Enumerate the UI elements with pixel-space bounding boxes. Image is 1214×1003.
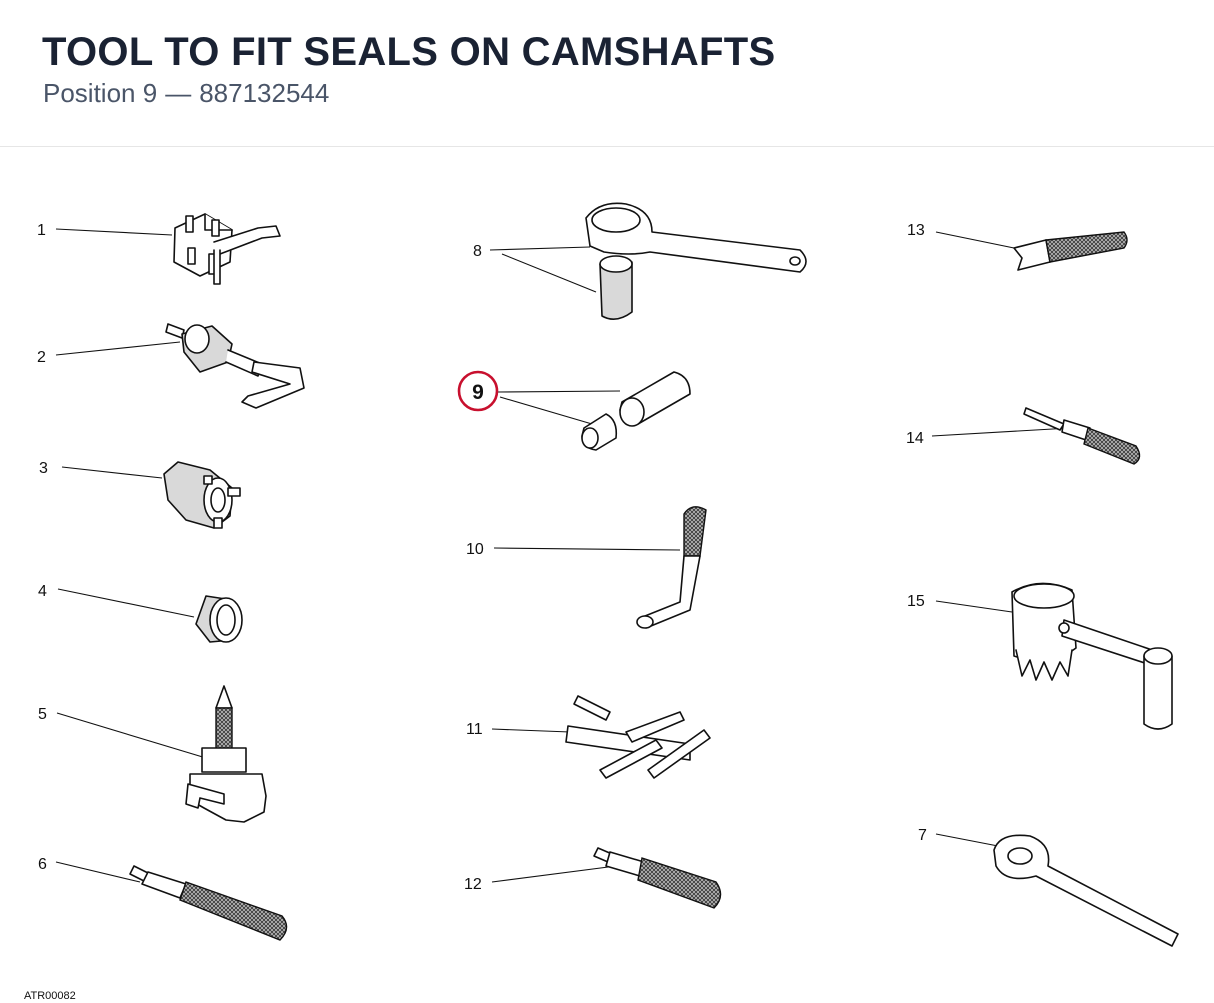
tool-9-seal-fitting-tool [497, 371, 691, 451]
tool-14-small-driver [931, 407, 1141, 465]
callout-7: 7 [918, 827, 927, 844]
tool-7-ring-wrench [935, 833, 1179, 947]
tool-3-pronged-socket [61, 461, 241, 529]
page-title: TOOL TO FIT SEALS ON CAMSHAFTS [42, 30, 776, 74]
drawing-code: ATR00082 [24, 990, 76, 1002]
tool-13-pin-punch [935, 231, 1128, 271]
tool-1-pin-fixture [55, 213, 281, 285]
callout-9: 9 [472, 381, 484, 404]
callout-8: 8 [473, 243, 482, 260]
highlight-ring [457, 370, 499, 412]
header: TOOL TO FIT SEALS ON CAMSHAFTS Position … [0, 0, 1214, 147]
page-subtitle: Position 9—887132544 [43, 78, 329, 109]
callout-10: 10 [466, 541, 484, 558]
tool-2-t-handle-puller [55, 323, 305, 409]
tool-12-knurled-driver [491, 847, 722, 909]
callouts: 1 2 3 4 5 6 7 8 10 11 12 13 14 15 9 [37, 222, 927, 893]
callout-9-highlight: 9 [457, 370, 499, 412]
callout-12: 12 [464, 876, 482, 893]
tool-15-spline-socket [935, 582, 1173, 730]
callout-14: 14 [906, 430, 924, 447]
position-label: Position 9 [43, 78, 158, 108]
callout-5: 5 [38, 706, 47, 723]
subtitle-separator: — [165, 78, 192, 108]
callout-4: 4 [38, 583, 47, 600]
callout-13: 13 [907, 222, 925, 239]
tool-6-knurled-handle [55, 861, 288, 941]
callout-2: 2 [37, 349, 46, 366]
part-number: 887132544 [199, 78, 330, 108]
callout-11: 11 [466, 721, 483, 738]
callout-3: 3 [39, 460, 48, 477]
callout-6: 6 [38, 856, 47, 873]
callout-1: 1 [37, 222, 46, 239]
tool-4-ring [57, 588, 243, 643]
tool-8-spanner-socket [489, 202, 807, 320]
tool-11-pinned-bar [491, 695, 711, 779]
callout-15: 15 [907, 593, 925, 610]
tool-10-cranked-rod [493, 506, 707, 629]
tool-5-drift-block [56, 685, 267, 823]
